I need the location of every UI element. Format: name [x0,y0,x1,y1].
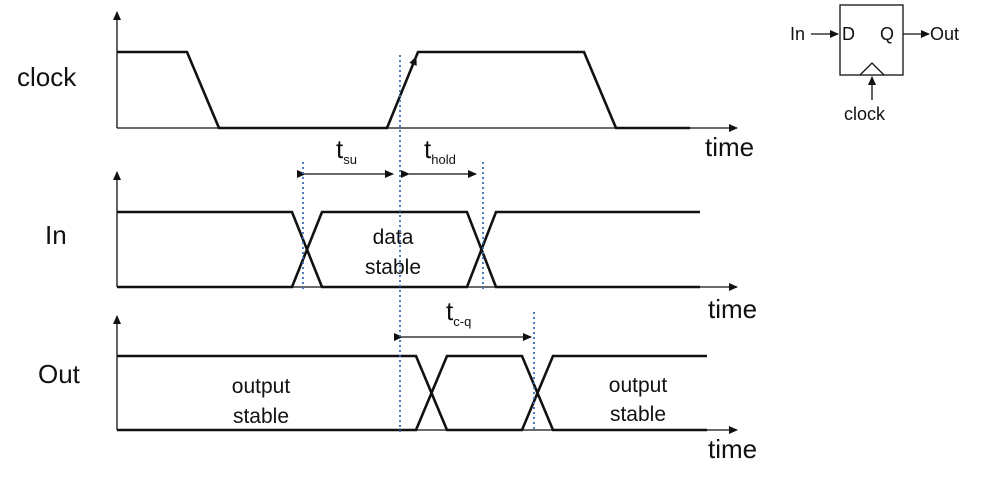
output-stable-right-line1: output [609,374,668,397]
clock-time-label: time [705,132,754,162]
output-stable-right-line2: stable [610,403,666,426]
data-stable-line1: data [373,226,414,249]
data-stable-line2: stable [365,256,421,279]
clock-signal-label: clock [17,62,77,92]
d-flipflop-symbol: D Q In Out clock [790,4,959,124]
clock-input-triangle [859,62,885,76]
output-stable-left-line1: output [232,375,291,398]
flipflop-input-label: In [790,24,805,44]
flipflop-d-pin: D [842,24,855,44]
out-waveform-lower [117,354,707,432]
flipflop-q-pin: Q [880,24,894,44]
t-su-label: tsu [336,134,357,167]
in-signal-label: In [45,220,67,250]
in-waveform-upper [117,210,700,289]
flipflop-output-label: Out [930,24,959,44]
flipflop-clock-label: clock [844,104,886,124]
in-time-label: time [708,294,757,324]
t-hold-label: thold [424,134,456,167]
in-waveform-lower [117,210,700,289]
out-waveform-upper [117,354,707,432]
out-signal-label: Out [38,359,81,389]
out-time-label: time [708,434,757,464]
clock-waveform [117,50,690,130]
t-cq-label: tc-q [446,296,471,329]
clock-rising-edge-arrow [409,56,417,73]
output-stable-left-line2: stable [233,405,289,428]
